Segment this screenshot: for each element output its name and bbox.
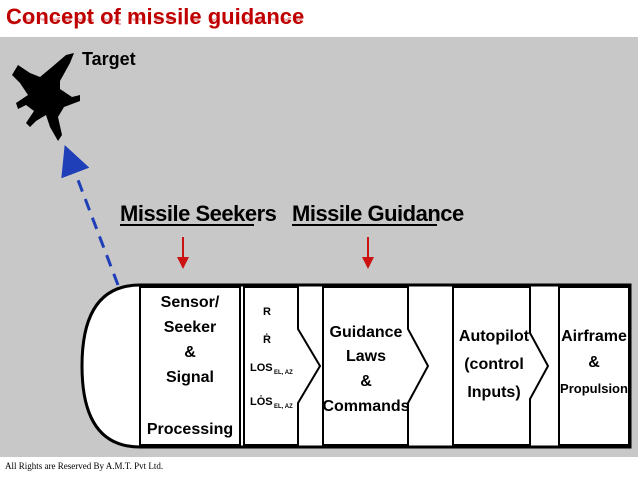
header-missile-guidance: Missile Guidance bbox=[292, 201, 464, 226]
slide-title-reflection: Concept of missile guidance bbox=[6, 16, 305, 29]
airframe-box-text: Airframe & Propulsion bbox=[560, 328, 628, 396]
guidance-box-text: Guidance Laws & Commands bbox=[322, 324, 409, 415]
guidance-line-1: Guidance bbox=[330, 324, 403, 341]
sensor-line-2: Seeker bbox=[164, 319, 217, 336]
autopilot-line-3: Inputs) bbox=[467, 384, 520, 401]
airframe-line-2: & bbox=[588, 354, 600, 371]
guidance-laws-box bbox=[322, 286, 430, 446]
autopilot-box-text: Autopilot (control Inputs) bbox=[459, 328, 530, 401]
guidance-arrow bbox=[362, 237, 374, 269]
sensor-box-text: Sensor/ Seeker & Signal Processing bbox=[147, 294, 233, 438]
sensor-line-3: & bbox=[184, 344, 196, 361]
measure-los: LOS bbox=[250, 362, 273, 374]
guidance-line-2: Laws bbox=[346, 348, 386, 365]
airframe-line-3: Propulsion bbox=[560, 381, 628, 396]
seekers-arrow bbox=[177, 237, 189, 269]
measurements-text: R Ṙ LOS EL, AZ LȮS EL, AZ bbox=[250, 306, 293, 410]
sensor-seeker-box bbox=[139, 286, 241, 446]
measure-los-sub: EL, AZ bbox=[274, 370, 293, 376]
guidance-line-4: Commands bbox=[322, 398, 409, 415]
autopilot-line-1: Autopilot bbox=[459, 328, 530, 345]
slide-title: Concept of missile guidance bbox=[6, 4, 305, 29]
autopilot-box bbox=[452, 286, 550, 446]
measure-los-dot-sub: EL, AZ bbox=[274, 404, 293, 410]
airframe-line-1: Airframe bbox=[561, 328, 627, 345]
target-label: Target bbox=[82, 49, 136, 69]
airframe-propulsion-box bbox=[558, 286, 630, 446]
header-missile-seekers: Missile Seekers bbox=[120, 201, 277, 226]
sensor-line-5: Processing bbox=[147, 421, 233, 438]
target-aircraft-icon bbox=[12, 53, 80, 141]
measure-los-dot: LȮS bbox=[250, 395, 273, 408]
copyright-footer: All Rights are Reserved By A.M.T. Pvt Lt… bbox=[5, 461, 164, 471]
sensor-line-1: Sensor/ bbox=[161, 294, 220, 311]
guidance-line-3: & bbox=[360, 373, 372, 390]
missile-guidance-diagram: Target Missile Seekers Missile Guidance … bbox=[12, 49, 632, 449]
measure-r-dot: Ṙ bbox=[263, 333, 271, 346]
measure-r: R bbox=[263, 306, 271, 318]
sensor-line-4: Signal bbox=[166, 369, 214, 386]
intercept-path bbox=[61, 144, 120, 286]
measurements-arrow-shape bbox=[243, 286, 322, 446]
autopilot-line-2: (control bbox=[464, 356, 524, 373]
